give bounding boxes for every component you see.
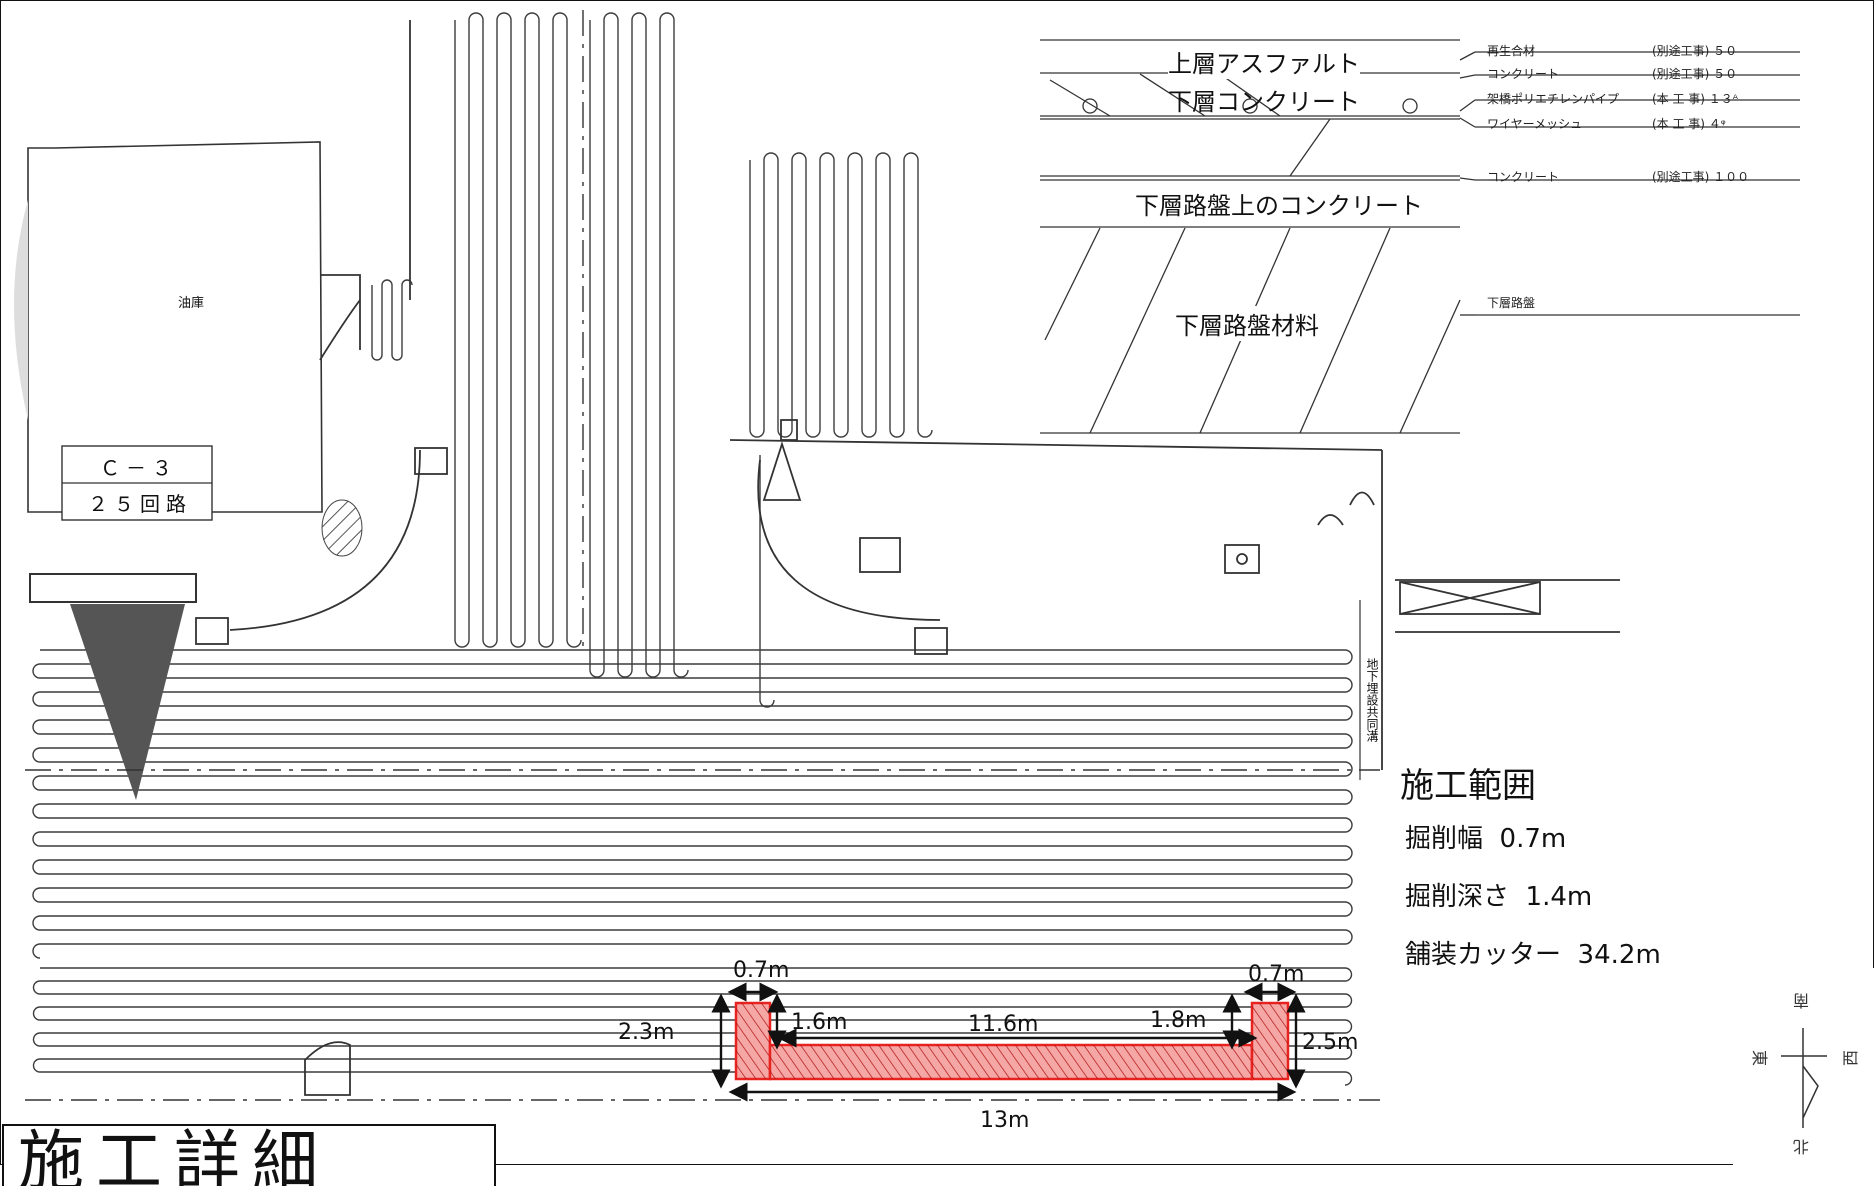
- pipe-run: [32, 649, 1353, 959]
- note-spec: (別途工事) ５０: [1652, 44, 1738, 58]
- dim-span: 11.6m: [968, 1012, 1039, 1037]
- note-name: 再生合材: [1487, 44, 1536, 58]
- dim-left-width: 0.7m: [733, 958, 790, 983]
- layer-subbase-concrete: 下層路盤上のコンクリート: [1135, 186, 1423, 221]
- scope-value: 34.2m: [1577, 940, 1661, 970]
- scope-label: 舗装カッター: [1405, 940, 1562, 970]
- scope-value: 1.4m: [1525, 882, 1593, 912]
- note-name: コンクリート: [1487, 170, 1560, 184]
- excavation-zone: [734, 1001, 1290, 1081]
- dim-total-length: 13m: [980, 1108, 1030, 1133]
- dim-left-inner: 1.6m: [791, 1010, 848, 1035]
- note-spec: (別途工事) ５０: [1652, 67, 1738, 81]
- note-spec: (本 工 事) ４ᵠ: [1652, 117, 1726, 131]
- note-name: 下層路盤: [1487, 296, 1536, 310]
- scope-value: 0.7m: [1499, 824, 1567, 854]
- dense-pipe-funnel: [70, 604, 185, 800]
- dim-right-height: 2.5m: [1302, 1030, 1359, 1055]
- compass-rose: 南 東 西 北: [1733, 968, 1875, 1167]
- heating-pipe-coils: [32, 12, 1353, 1086]
- dimension-arrows: [711, 982, 1306, 1102]
- scope-row-depth: 掘削深さ 1.4m: [1405, 876, 1592, 913]
- note-name: ワイヤーメッシュ: [1487, 117, 1583, 131]
- pipe-run: [749, 152, 933, 438]
- circuit-count: ２５回路: [88, 492, 192, 516]
- construction-scope-panel: 施工範囲 掘削幅 0.7m 掘削深さ 1.4m 舗装カッター 34.2m: [1385, 728, 1725, 971]
- scope-label: 掘削幅: [1405, 824, 1484, 854]
- cross-section-blank: [1655, 276, 1805, 304]
- cross-section-lines: [1040, 39, 1800, 434]
- vertical-label: 地下埋設共同溝: [1365, 658, 1379, 742]
- building-label: 油庫: [178, 296, 205, 311]
- pipe-run: [32, 967, 1353, 1086]
- building-shade: [14, 200, 28, 420]
- title-text: 施工詳細: [18, 1124, 330, 1186]
- title-box: 施工詳細: [2, 1124, 496, 1186]
- note-spec: (別途工事) １００: [1652, 170, 1750, 184]
- dim-right-inner: 1.8m: [1150, 1008, 1207, 1033]
- note-spec: (本 工 事) １３ᴬ: [1652, 92, 1738, 106]
- pipe-run: [759, 455, 775, 708]
- building-bar: [29, 573, 197, 603]
- hatched-marker: [321, 499, 363, 557]
- circuit-code: Ｃ－３: [100, 456, 178, 480]
- scope-title: 施工範囲: [1400, 766, 1536, 806]
- compass-needle: [1781, 1028, 1827, 1128]
- dim-right-width: 0.7m: [1248, 962, 1305, 987]
- pipe-run: [371, 279, 413, 361]
- note-name: コンクリート: [1487, 67, 1560, 81]
- note-name: 架橋ポリエチレンパイプ: [1487, 92, 1620, 106]
- layer-lower-concrete: 下層コンクリート: [1168, 88, 1360, 116]
- scope-label: 掘削深さ: [1405, 882, 1510, 912]
- layer-upper-asphalt: 上層アスファルト: [1168, 44, 1360, 79]
- pipe-run: [454, 12, 582, 648]
- scope-row-cutter: 舗装カッター 34.2m: [1405, 934, 1661, 971]
- layer-subbase-material: 下層路盤材料: [1175, 306, 1319, 341]
- dim-left-height: 2.3m: [618, 1020, 675, 1045]
- pipe-run: [589, 12, 689, 678]
- scope-row-width: 掘削幅 0.7m: [1405, 818, 1566, 855]
